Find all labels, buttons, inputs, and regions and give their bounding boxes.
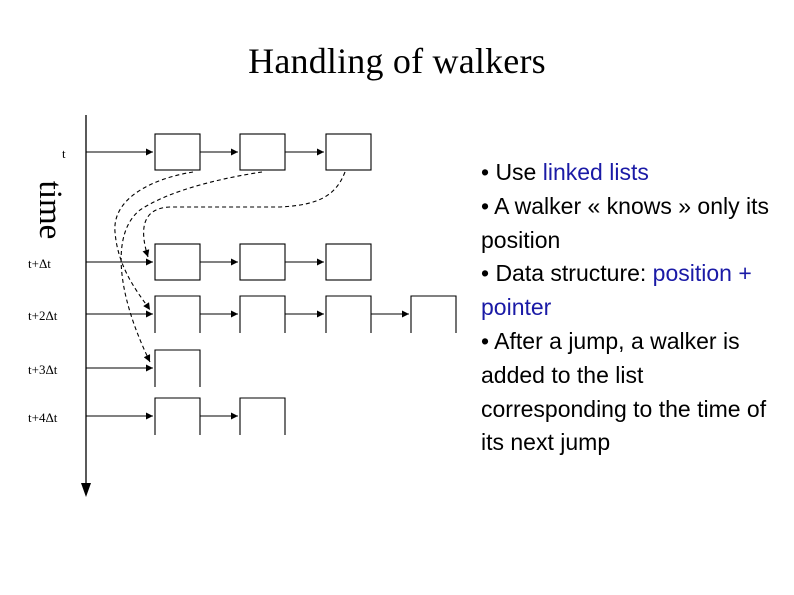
list-node bbox=[154, 349, 201, 387]
jump-arrow-3 bbox=[142, 171, 346, 258]
list-node bbox=[154, 243, 201, 281]
time-axis-label: time bbox=[32, 181, 68, 240]
bullet-item: • Use linked lists bbox=[481, 156, 781, 190]
time-tick-label: t+3Δt bbox=[28, 362, 58, 377]
list-node bbox=[154, 397, 201, 435]
bullet-text: • Data structure: bbox=[481, 260, 653, 287]
list-node bbox=[239, 397, 286, 435]
list-rows bbox=[86, 133, 457, 435]
bullet-item: • After a jump, a walker is added to the… bbox=[481, 325, 781, 460]
bullet-text: • After a jump, a walker is added to the… bbox=[481, 327, 767, 456]
time-tick-label: t+Δt bbox=[28, 256, 51, 271]
time-tick-label: t+4Δt bbox=[28, 410, 58, 425]
bullet-text: • Use bbox=[481, 159, 543, 185]
slide-title: Handling of walkers bbox=[248, 41, 546, 81]
time-tick-labels: t t+Δt t+2Δt t+3Δt t+4Δt bbox=[28, 146, 66, 425]
list-node bbox=[239, 295, 286, 333]
bullet-item: • A walker « knows » only its position bbox=[481, 190, 781, 258]
list-node bbox=[325, 295, 372, 333]
jump-arrow-2 bbox=[120, 171, 263, 363]
list-node bbox=[325, 133, 372, 171]
bullet-list: • Use linked lists• A walker « knows » o… bbox=[481, 156, 781, 460]
jump-arrows bbox=[114, 171, 346, 363]
highlighted-term: position + pointer bbox=[481, 260, 752, 321]
highlighted-term: linked lists bbox=[542, 159, 649, 185]
time-axis-arrowhead bbox=[81, 483, 91, 497]
list-node bbox=[410, 295, 457, 333]
list-node bbox=[239, 243, 286, 281]
bullet-text: • A walker « knows » only its position bbox=[481, 192, 770, 253]
jump-arrow-1 bbox=[114, 171, 194, 311]
time-tick-label: t+2Δt bbox=[28, 308, 58, 323]
list-node bbox=[154, 133, 201, 171]
bullet-item: • Data structure: position + pointer bbox=[481, 257, 781, 325]
list-node bbox=[325, 243, 372, 281]
time-tick-label: t bbox=[62, 146, 66, 161]
list-node bbox=[239, 133, 286, 171]
list-node bbox=[154, 295, 201, 333]
